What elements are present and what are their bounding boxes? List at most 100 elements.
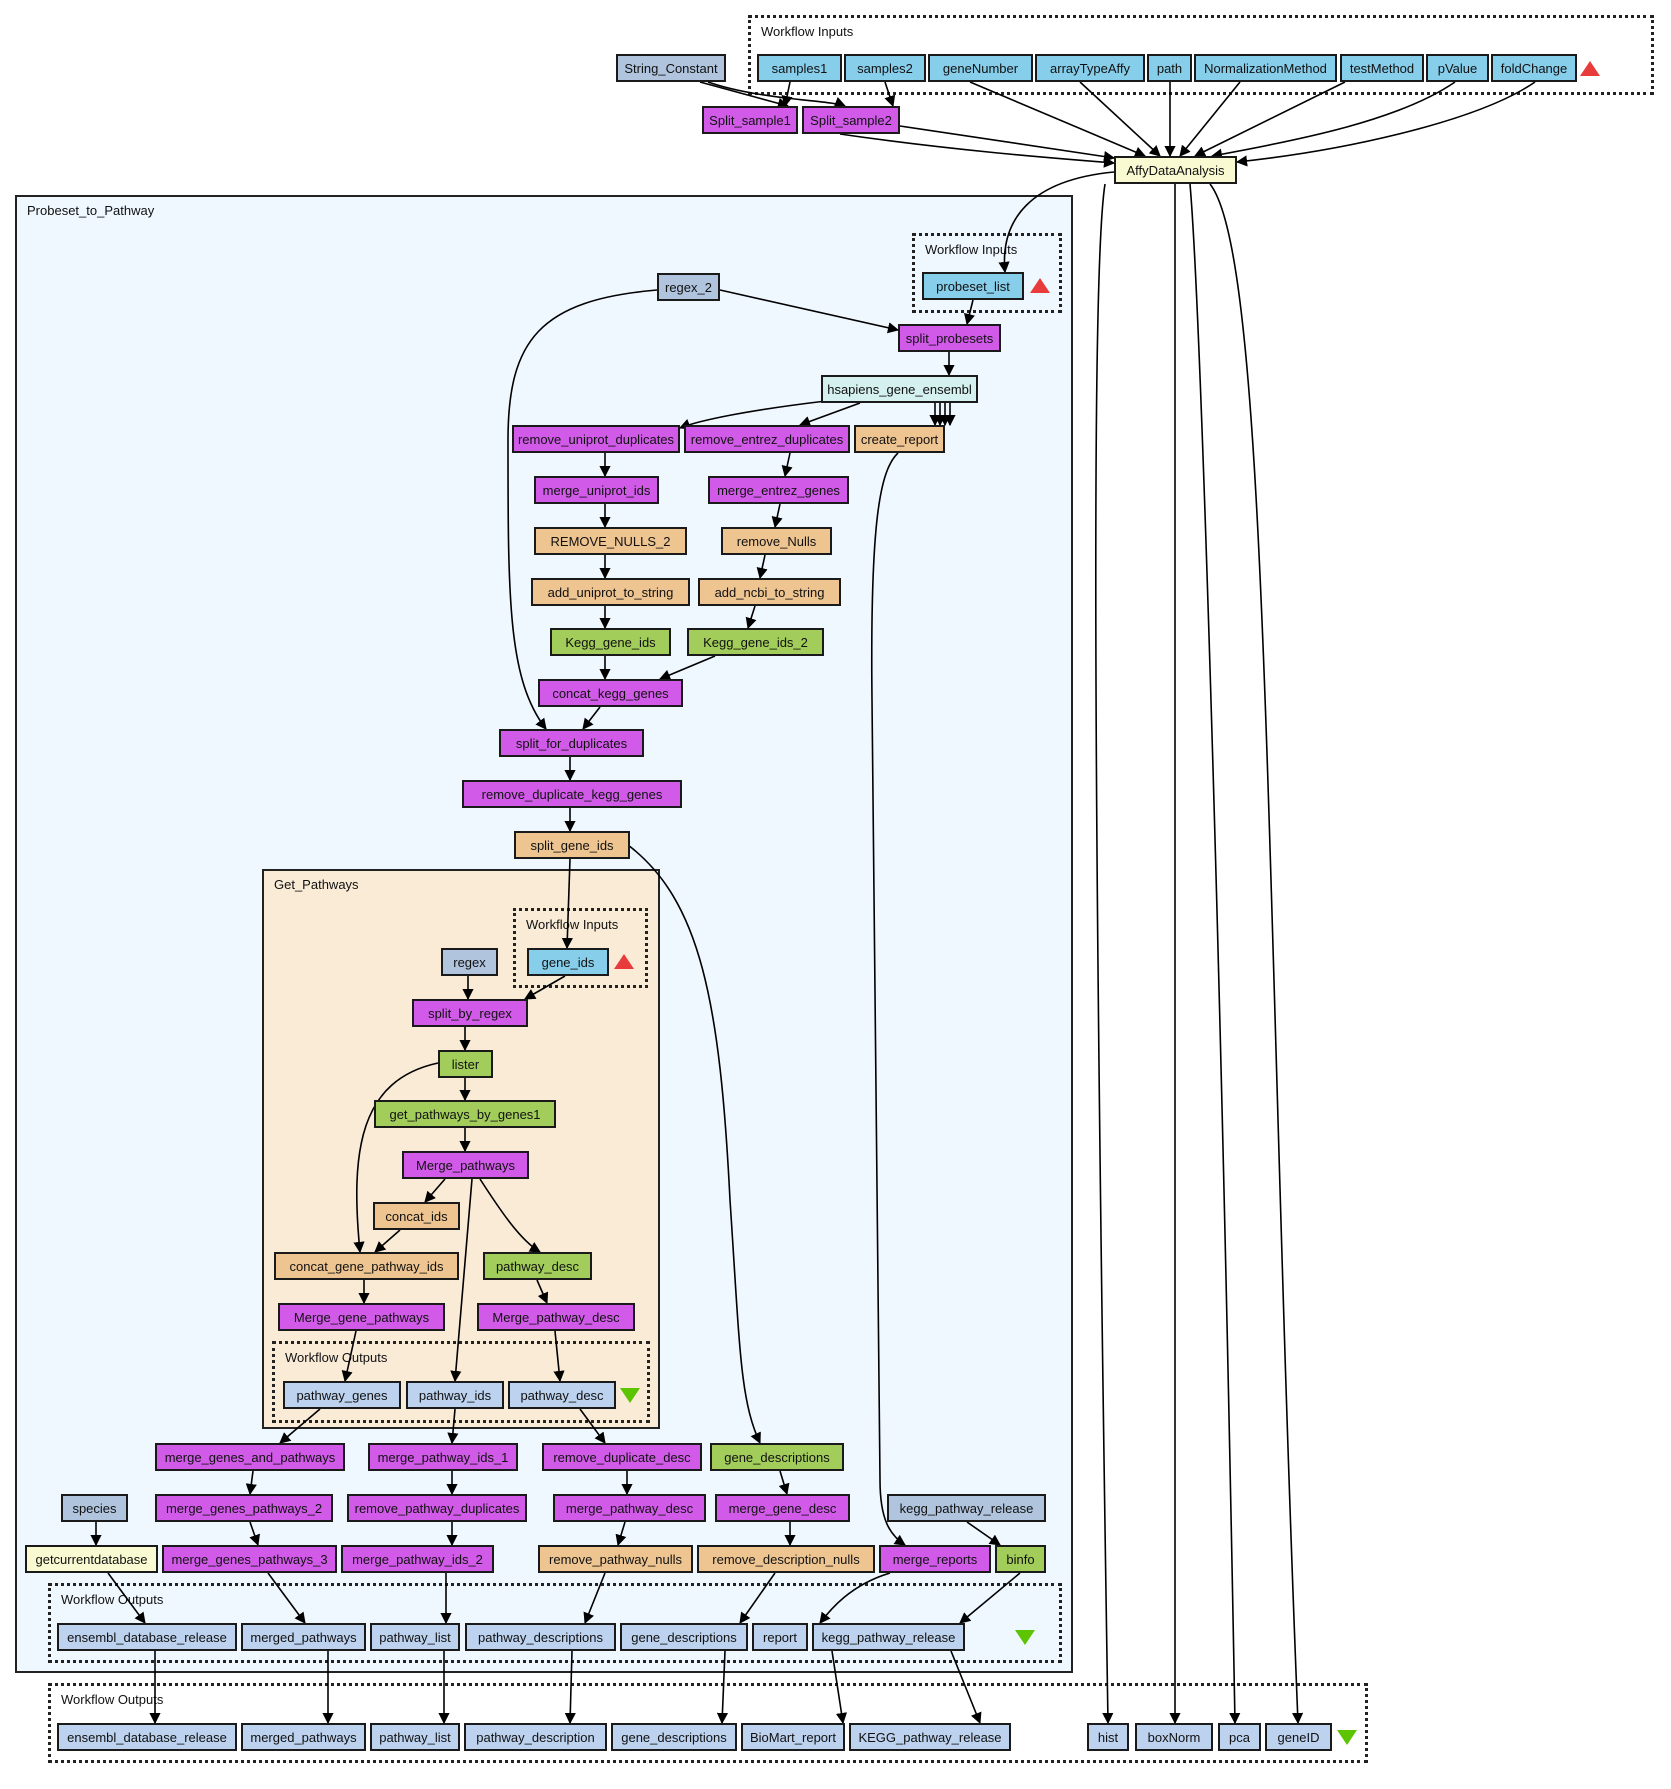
cluster-label: Get_Pathways (274, 877, 359, 892)
output-ensembl-database-release[interactable]: ensembl_database_release (57, 1723, 237, 1751)
split-probesets-node[interactable]: split_probesets (898, 324, 1001, 352)
regex-2-node[interactable]: regex_2 (657, 273, 720, 301)
remove-description-nulls-node[interactable]: remove_description_nulls (697, 1545, 875, 1573)
inputs-marker-icon (1580, 61, 1600, 76)
cluster-label: Workflow Outputs (285, 1350, 388, 1365)
p2p-output-ensembl-database-release[interactable]: ensembl_database_release (57, 1623, 237, 1651)
merge-genes-pathways-3-node[interactable]: merge_genes_pathways_3 (162, 1545, 337, 1573)
input-samples2[interactable]: samples2 (844, 54, 926, 82)
cluster-label: Workflow Inputs (526, 917, 619, 932)
kegg-gene-ids-node[interactable]: Kegg_gene_ids (550, 628, 671, 656)
concat-ids-node[interactable]: concat_ids (373, 1202, 460, 1230)
affy-data-analysis-node[interactable]: AffyDataAnalysis (1114, 156, 1237, 184)
split-by-regex-node[interactable]: split_by_regex (412, 999, 528, 1027)
remove-entrez-duplicates-node[interactable]: remove_entrez_duplicates (684, 425, 850, 453)
outputs-marker-icon (620, 1388, 640, 1403)
top-workflow-outputs-cluster: Workflow Outputs (48, 1683, 1368, 1763)
edge-arrow (1094, 183, 1114, 1725)
binfo-node[interactable]: binfo (995, 1545, 1046, 1573)
merge-gene-pathways-node[interactable]: Merge_gene_pathways (278, 1303, 445, 1331)
edge-arrow (1209, 183, 1304, 1725)
merge-pathway-desc-node[interactable]: merge_pathway_desc (553, 1494, 706, 1522)
regex-node[interactable]: regex (441, 948, 498, 976)
output-pca[interactable]: pca (1218, 1723, 1261, 1751)
p2p-output-report[interactable]: report (752, 1623, 808, 1651)
merge-pathway-ids-1-node[interactable]: merge_pathway_ids_1 (368, 1443, 518, 1471)
split-sample1-node[interactable]: Split_sample1 (702, 106, 798, 134)
kegg-pathway-release-constant-node[interactable]: kegg_pathway_release (887, 1494, 1046, 1522)
remove-duplicate-desc-node[interactable]: remove_duplicate_desc (542, 1443, 702, 1471)
input-samples1[interactable]: samples1 (757, 54, 842, 82)
input-testMethod[interactable]: testMethod (1340, 54, 1424, 82)
split-for-duplicates-node[interactable]: split_for_duplicates (499, 729, 644, 757)
merge-reports-node[interactable]: merge_reports (879, 1545, 991, 1573)
getcurrentdatabase-node[interactable]: getcurrentdatabase (25, 1545, 158, 1573)
concat-kegg-genes-node[interactable]: concat_kegg_genes (538, 679, 683, 707)
gene-descriptions-ws-node[interactable]: gene_descriptions (710, 1443, 844, 1471)
merge-uniprot-ids-node[interactable]: merge_uniprot_ids (534, 476, 659, 504)
output-pathway-genes[interactable]: pathway_genes (283, 1381, 401, 1409)
output-kegg-pathway-release[interactable]: KEGG_pathway_release (849, 1723, 1011, 1751)
remove-pathway-nulls-node[interactable]: remove_pathway_nulls (538, 1545, 693, 1573)
merge-pathway-ids-2-node[interactable]: merge_pathway_ids_2 (341, 1545, 494, 1573)
p2p-output-merged-pathways[interactable]: merged_pathways (241, 1623, 366, 1651)
input-geneNumber[interactable]: geneNumber (928, 54, 1033, 82)
input-path[interactable]: path (1147, 54, 1192, 82)
split-gene-ids-node[interactable]: split_gene_ids (514, 831, 630, 859)
remove-nulls-node[interactable]: remove_Nulls (721, 527, 832, 555)
input-pValue[interactable]: pValue (1426, 54, 1489, 82)
create-report-node[interactable]: create_report (854, 425, 945, 453)
cluster-label: Probeset_to_Pathway (27, 203, 155, 218)
output-pathway-desc[interactable]: pathway_desc (508, 1381, 616, 1409)
add-uniprot-to-string-node[interactable]: add_uniprot_to_string (531, 578, 690, 606)
species-node[interactable]: species (61, 1494, 128, 1522)
lister-node[interactable]: lister (438, 1050, 493, 1078)
edge-arrow (839, 133, 1116, 168)
cluster-label: Workflow Outputs (61, 1592, 164, 1607)
kegg-gene-ids-2-node[interactable]: Kegg_gene_ids_2 (687, 628, 824, 656)
p2p-workflow-inputs-cluster: Workflow Inputs (912, 233, 1062, 313)
input-probeset-list[interactable]: probeset_list (922, 272, 1024, 300)
cluster-label: Workflow Outputs (61, 1692, 164, 1707)
remove-pathway-duplicates-node[interactable]: remove_pathway_duplicates (347, 1494, 527, 1522)
output-geneID[interactable]: geneID (1265, 1723, 1332, 1751)
remove-duplicate-kegg-genes-node[interactable]: remove_duplicate_kegg_genes (462, 780, 682, 808)
p2p-output-pathway-list[interactable]: pathway_list (370, 1623, 460, 1651)
merge-gene-desc-node[interactable]: merge_gene_desc (715, 1494, 850, 1522)
output-boxNorm[interactable]: boxNorm (1135, 1723, 1213, 1751)
remove-uniprot-duplicates-node[interactable]: remove_uniprot_duplicates (512, 425, 680, 453)
edge-arrow (1189, 183, 1241, 1725)
merge-entrez-genes-node[interactable]: merge_entrez_genes (708, 476, 849, 504)
inputs-marker-icon (614, 954, 634, 969)
input-gene-ids[interactable]: gene_ids (527, 948, 609, 976)
input-foldChange[interactable]: foldChange (1491, 54, 1577, 82)
input-arrayTypeAffy[interactable]: arrayTypeAffy (1035, 54, 1145, 82)
p2p-output-kegg-pathway-release[interactable]: kegg_pathway_release (812, 1623, 965, 1651)
split-sample2-node[interactable]: Split_sample2 (802, 106, 900, 134)
pathway-desc-ws-node[interactable]: pathway_desc (483, 1252, 592, 1280)
p2p-output-pathway-descriptions[interactable]: pathway_descriptions (465, 1623, 616, 1651)
merge-genes-and-pathways-node[interactable]: merge_genes_and_pathways (155, 1443, 345, 1471)
p2p-output-gene-descriptions[interactable]: gene_descriptions (620, 1623, 748, 1651)
remove-nulls-2-node[interactable]: REMOVE_NULLS_2 (534, 527, 687, 555)
cluster-label: Workflow Inputs (761, 24, 854, 39)
output-hist[interactable]: hist (1087, 1723, 1129, 1751)
output-pathway-list[interactable]: pathway_list (370, 1723, 460, 1751)
concat-gene-pathway-ids-node[interactable]: concat_gene_pathway_ids (274, 1252, 459, 1280)
merge-pathway-desc-gp-node[interactable]: Merge_pathway_desc (477, 1303, 635, 1331)
output-pathway-ids[interactable]: pathway_ids (406, 1381, 504, 1409)
output-gene-descriptions[interactable]: gene_descriptions (611, 1723, 737, 1751)
output-merged-pathways[interactable]: merged_pathways (241, 1723, 366, 1751)
input-NormalizationMethod[interactable]: NormalizationMethod (1194, 54, 1337, 82)
merge-genes-pathways-2-node[interactable]: merge_genes_pathways_2 (155, 1494, 333, 1522)
inputs-marker-icon (1030, 278, 1050, 293)
output-pathway-description[interactable]: pathway_description (464, 1723, 607, 1751)
string-constant-node[interactable]: String_Constant (616, 54, 726, 82)
merge-pathways-gp-node[interactable]: Merge_pathways (402, 1151, 529, 1179)
add-ncbi-to-string-node[interactable]: add_ncbi_to_string (698, 578, 841, 606)
get-pathways-by-genes1-node[interactable]: get_pathways_by_genes1 (374, 1100, 556, 1128)
hsapiens-gene-ensembl-node[interactable]: hsapiens_gene_ensembl (821, 375, 978, 403)
output-biomart-report[interactable]: BioMart_report (741, 1723, 845, 1751)
edge-arrow (899, 125, 1116, 163)
